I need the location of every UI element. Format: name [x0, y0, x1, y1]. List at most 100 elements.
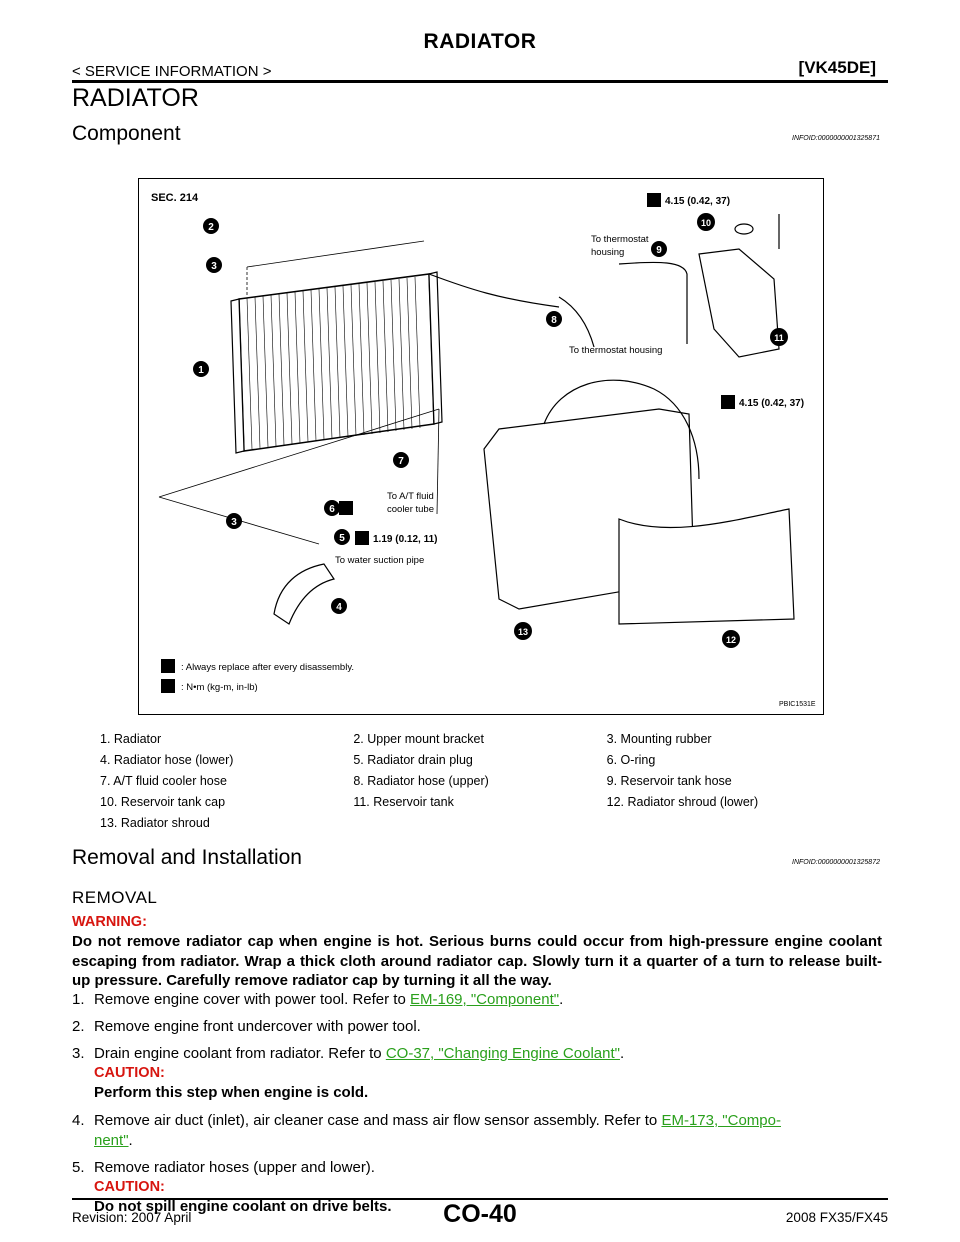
torque-label-reservoir: 4.15 (0.42, 37) — [665, 196, 730, 207]
figure-code: PBIC1531E — [779, 701, 816, 708]
svg-text:To thermostat housing: To thermostat housing — [569, 345, 662, 356]
engine-code: [VK45DE] — [798, 58, 876, 77]
callout-11: 11 — [770, 328, 788, 346]
svg-text:3: 3 — [211, 261, 217, 272]
caution-label: CAUTION: — [94, 1064, 165, 1081]
svg-text:housing: housing — [591, 247, 624, 258]
step-3: 3. Drain engine coolant from radiator. Re… — [72, 1044, 882, 1103]
legend-item: 6. O-ring — [606, 753, 656, 767]
step-2: 2. Remove engine front undercover with po… — [72, 1017, 882, 1037]
legend-item: 7. A/T fluid cooler hose — [100, 774, 227, 788]
warning-text: Do not remove radiator cap when engine i… — [72, 933, 882, 989]
legend-item: 12. Radiator shroud (lower) — [606, 795, 759, 809]
svg-text:10: 10 — [701, 218, 711, 228]
legend-item: 13. Radiator shroud — [100, 816, 210, 830]
step-text: Remove engine front undercover with powe… — [94, 1018, 421, 1035]
footer-rule — [72, 1198, 888, 1200]
svg-text:5: 5 — [339, 533, 345, 544]
legend-torque: : N•m (kg-m, in-lb) — [181, 682, 258, 693]
step-number: 5. — [72, 1159, 85, 1176]
torque-icon — [161, 679, 175, 693]
legend-replace: : Always replace after every disassembly… — [181, 662, 354, 673]
svg-text:8: 8 — [551, 315, 557, 326]
header-rule — [72, 80, 888, 83]
section-number: SEC. 214 — [151, 192, 199, 204]
ref-link-co37[interactable]: CO-37, "Changing Engine Coolant" — [385, 1045, 620, 1062]
torque-icon — [721, 395, 735, 409]
step-1: 1. Remove engine cover with power tool. R… — [72, 991, 564, 1008]
callout-3b: 3 — [226, 513, 242, 529]
step-text: Remove air duct (inlet), air cleaner cas… — [94, 1112, 662, 1129]
svg-text:3: 3 — [231, 517, 237, 528]
legend-item: 1. Radiator — [100, 732, 162, 746]
callout-12: 12 — [722, 630, 740, 648]
legend-item: 10. Reservoir tank cap — [100, 795, 226, 809]
legend-row: 4. Radiator hose (lower) 5. Radiator dra… — [100, 753, 860, 774]
legend-item: 11. Reservoir tank — [353, 795, 454, 809]
callout-9: 9 — [651, 241, 667, 257]
legend-item: 8. Radiator hose (upper) — [353, 774, 489, 788]
removal-subheading: REMOVAL — [72, 888, 158, 907]
parts-legend: 1. Radiator 2. Upper mount bracket 3. Mo… — [100, 732, 860, 837]
callout-7: 7 — [393, 452, 409, 468]
revision-date: Revision: 2007 April — [72, 1210, 192, 1225]
step-5: 5. Remove radiator hoses (upper and lower… — [72, 1138, 882, 1217]
caution-text: Do not spill engine coolant on drive bel… — [94, 1198, 392, 1215]
caution-text: Perform this step when engine is cold. — [94, 1084, 369, 1101]
callout-8: 8 — [546, 311, 562, 327]
running-header-title: RADIATOR — [423, 30, 537, 53]
svg-text:6: 6 — [329, 504, 335, 515]
svg-text:11: 11 — [774, 333, 784, 343]
legend-item: 2. Upper mount bracket — [353, 732, 484, 746]
exploded-view-drawing: SEC. 214 — [151, 192, 816, 708]
upper-hose-and-reservoir — [428, 214, 780, 358]
lower-hose — [273, 563, 335, 625]
replace-icon — [339, 501, 353, 515]
legend-row: 1. Radiator 2. Upper mount bracket 3. Mo… — [100, 732, 860, 753]
legend-item: 5. Radiator drain plug — [353, 753, 473, 767]
callout-4: 4 — [331, 598, 347, 614]
legend-row: 13. Radiator shroud — [100, 816, 860, 837]
torque-icon — [355, 531, 369, 545]
component-heading: Component — [72, 122, 181, 145]
torque-icon — [647, 193, 661, 207]
callout-3a: 3 — [206, 257, 222, 273]
step-4: 4.Remove air duct (inlet), air cleaner c… — [72, 1112, 781, 1149]
page-number: CO-40 — [443, 1200, 517, 1228]
svg-text:cooler tube: cooler tube — [387, 504, 434, 515]
callout-2: 2 — [203, 218, 219, 234]
callout-6: 6 — [324, 500, 340, 516]
ref-link-em169[interactable]: EM-169, "Component" — [410, 991, 560, 1008]
callout-10: 10 — [697, 213, 715, 231]
svg-text:To A/T fluid: To A/T fluid — [387, 491, 434, 502]
svg-text:1: 1 — [198, 365, 204, 376]
step-number: 1. — [72, 991, 85, 1008]
svg-text:12: 12 — [726, 635, 736, 645]
svg-text:2: 2 — [208, 222, 214, 233]
section-breadcrumb: < SERVICE INFORMATION > — [72, 63, 272, 80]
torque-label-drain: 1.19 (0.12, 11) — [373, 534, 438, 545]
step-number: 3. — [72, 1045, 85, 1062]
step-text: Drain engine coolant from radiator. Refe… — [94, 1045, 386, 1062]
step-text: Remove engine cover with power tool. Ref… — [94, 991, 410, 1008]
torque-label-shroud: 4.15 (0.42, 37) — [739, 398, 804, 409]
svg-text:To thermostat: To thermostat — [591, 234, 649, 245]
svg-text:To water suction pipe: To water suction pipe — [335, 555, 424, 566]
legend-item: 9. Reservoir tank hose — [606, 774, 732, 788]
removal-infoid: INFOID:0000000001325872 — [792, 859, 880, 866]
step-number: 2. — [72, 1018, 85, 1035]
legend-row: 10. Reservoir tank cap 11. Reservoir tan… — [100, 795, 860, 816]
legend-row: 7. A/T fluid cooler hose 8. Radiator hos… — [100, 774, 860, 795]
svg-text:9: 9 — [656, 245, 662, 256]
callout-13: 13 — [514, 622, 532, 640]
callout-5: 5 — [334, 529, 350, 545]
vehicle-model: 2008 FX35/FX45 — [785, 1210, 888, 1225]
step-text: Remove radiator hoses (upper and lower). — [94, 1159, 375, 1176]
warning-label: WARNING: — [72, 914, 147, 930]
svg-text:4: 4 — [336, 602, 342, 613]
svg-text:13: 13 — [518, 627, 528, 637]
removal-installation-heading: Removal and Installation — [72, 846, 302, 869]
svg-text:7: 7 — [398, 456, 404, 467]
ref-link-em173-cont[interactable]: nent" — [94, 1131, 129, 1149]
ref-link-em173[interactable]: EM-173, "Compo- — [661, 1112, 781, 1129]
